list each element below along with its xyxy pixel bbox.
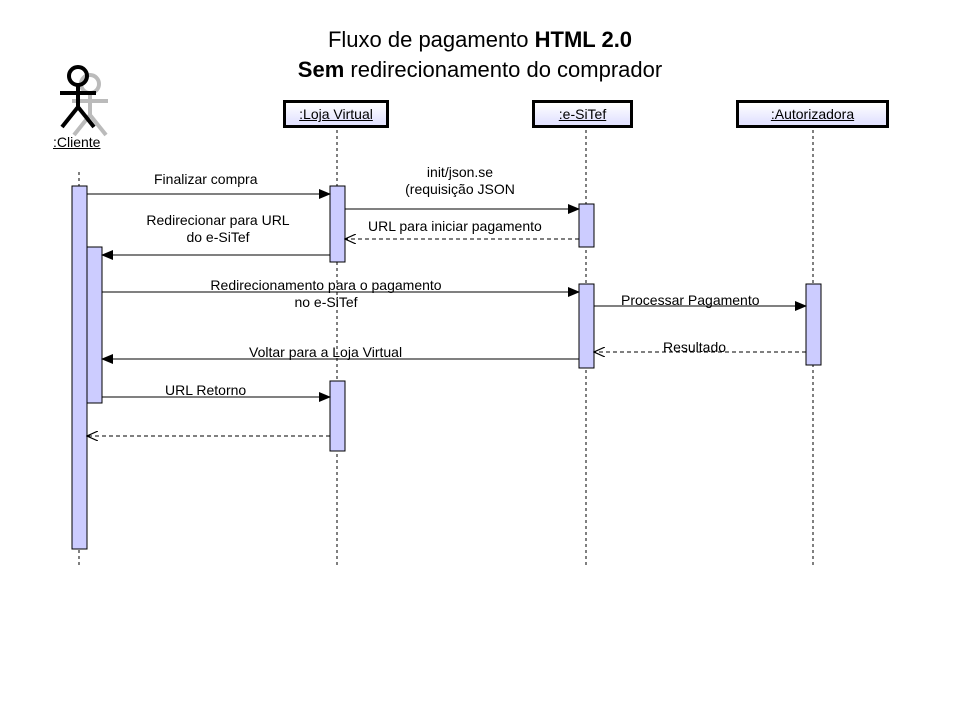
- label-url-iniciar-pagamento: URL para iniciar pagamento: [368, 218, 542, 234]
- title-line-1-normal: Fluxo de pagamento: [327, 27, 535, 52]
- activation-autorizadora: [805, 283, 822, 366]
- title-line-1-bold: HTML 2.0: [534, 27, 633, 52]
- activation-loja-1: [329, 185, 346, 263]
- label-redirecionar-url: Redirecionar para URL do e-SiTef: [131, 212, 305, 246]
- participant-e-sitef: :e-SiTef: [532, 100, 633, 128]
- label-resultado: Resultado: [663, 339, 727, 355]
- title-line-2-bold: Sem: [297, 57, 345, 82]
- label-init-json-line-2: (requisição JSON: [405, 181, 515, 197]
- label-processar-pagamento: Processar Pagamento: [621, 292, 760, 308]
- label-finalizar-compra: Finalizar compra: [154, 171, 258, 187]
- label-voltar-loja-virtual: Voltar para a Loja Virtual: [249, 344, 403, 360]
- activation-loja-2: [329, 380, 346, 452]
- activation-cliente-nested: [86, 246, 103, 404]
- label-init-json-line-1: init/json.se: [426, 164, 494, 180]
- actor-cliente-icon: [60, 65, 96, 129]
- label-redirecionamento-line-2: no e-SiTef: [294, 294, 358, 310]
- activation-cliente-main: [71, 185, 88, 550]
- diagram-title-line-1: Fluxo de pagamento HTML 2.0: [0, 27, 960, 53]
- label-redirecionamento-line-1: Redirecionamento para o pagamento: [210, 277, 442, 293]
- participant-loja-virtual: :Loja Virtual: [283, 100, 389, 128]
- title-line-2-normal: redirecionamento do comprador: [344, 57, 663, 82]
- diagram-title-line-2: Sem redirecionamento do comprador: [0, 57, 960, 83]
- participant-autorizadora: :Autorizadora: [736, 100, 889, 128]
- activation-e-sitef-2: [578, 283, 595, 369]
- label-redirecionamento-pagamento: Redirecionamento para o pagamento no e-S…: [188, 277, 464, 311]
- actor-label-cliente: :Cliente: [53, 134, 101, 150]
- activation-e-sitef-1: [578, 203, 595, 248]
- label-url-retorno: URL Retorno: [165, 382, 247, 398]
- label-redirecionar-url-line-1: Redirecionar para URL: [146, 212, 290, 228]
- label-init-json: init/json.se (requisição JSON: [400, 164, 520, 198]
- label-redirecionar-url-line-2: do e-SiTef: [186, 229, 250, 245]
